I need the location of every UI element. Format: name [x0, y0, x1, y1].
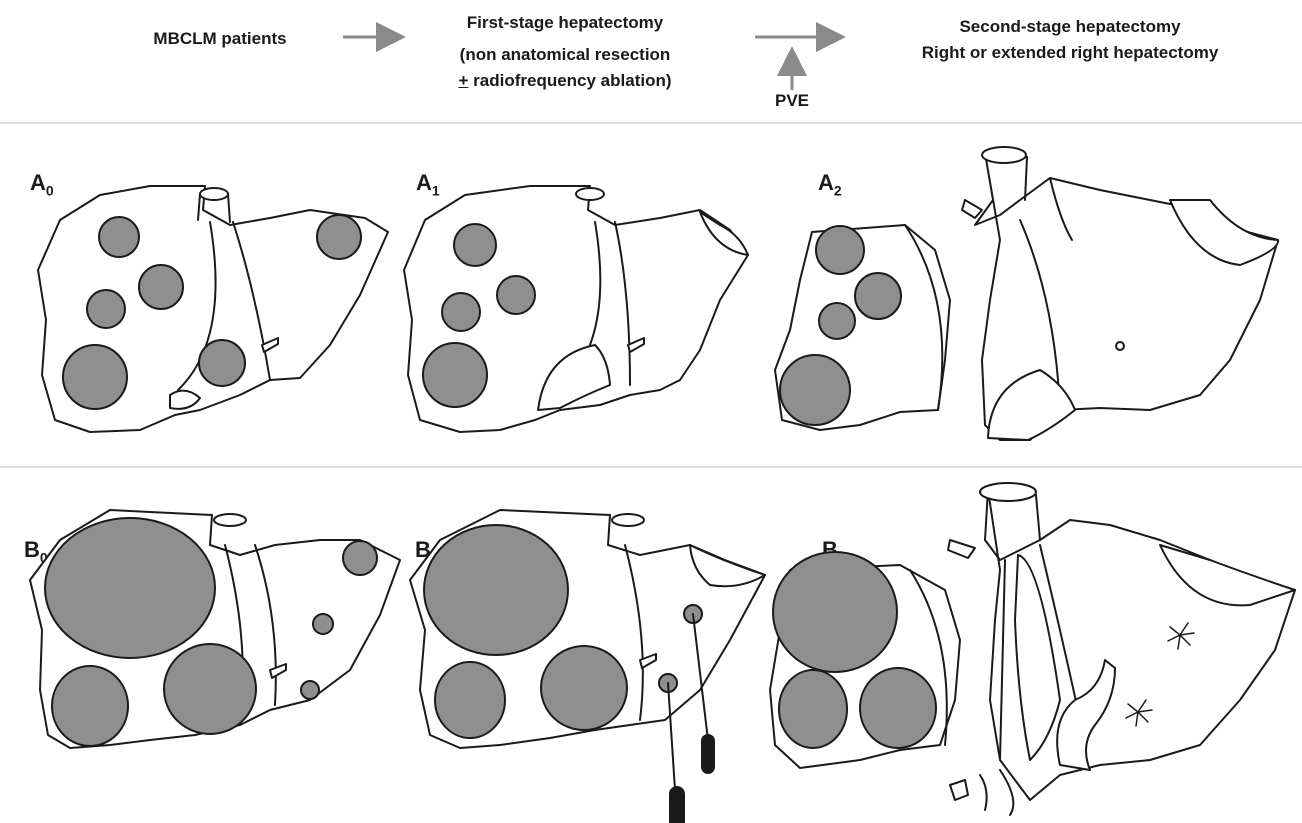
- liver-a2-remnant: [962, 147, 1278, 440]
- rfa-probe-tip: [670, 787, 684, 823]
- liver-a2-resected: [775, 225, 950, 430]
- liver-b2-remnant: [948, 483, 1295, 815]
- liver-b1: [410, 510, 765, 823]
- rfa-probe-tip: [702, 735, 714, 773]
- liver-b0: [30, 510, 400, 748]
- liver-a1: [404, 186, 748, 432]
- liver-b2-resected: [770, 552, 960, 768]
- liver-a0: [38, 186, 388, 432]
